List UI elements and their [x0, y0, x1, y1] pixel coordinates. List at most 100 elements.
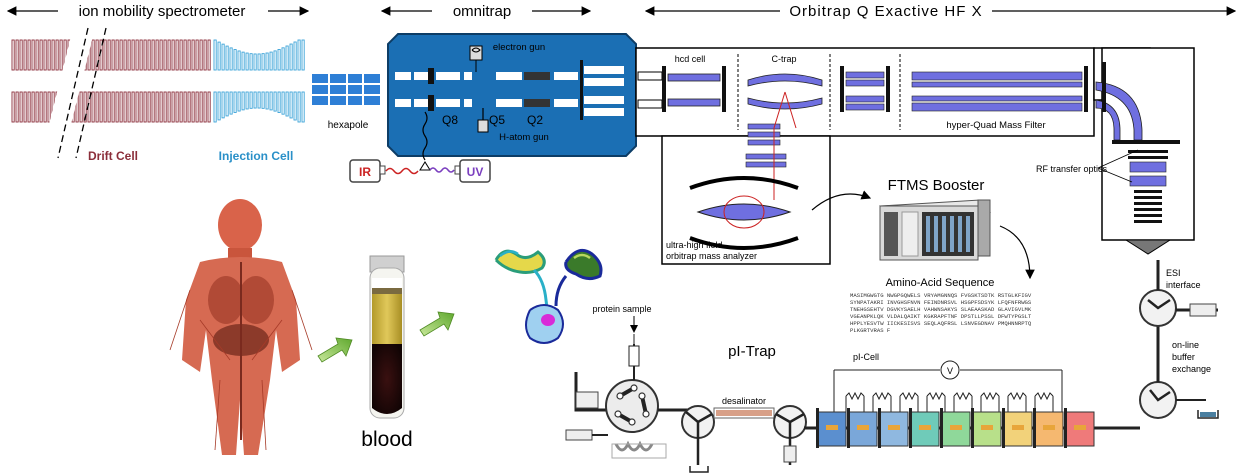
- ftms-label: FTMS Booster: [888, 177, 985, 194]
- electrode: [159, 39, 163, 71]
- optical-fiber: [422, 111, 428, 161]
- electrode: [237, 91, 241, 112]
- header-orbitrap: Orbitrap Q Exactive HF X: [789, 3, 982, 20]
- omnitrap-segments: [395, 60, 624, 120]
- electrode: [15, 91, 19, 123]
- electrode: [47, 39, 51, 71]
- electrode: [289, 91, 293, 119]
- sequence-line-1: MASIMGWGTG NWGPGQWELS VRYAMGNNQS FVGSKTS…: [850, 292, 1032, 299]
- h-atom-gun: [477, 108, 489, 133]
- electron-gun-label: electron gun: [493, 42, 545, 53]
- electrode: [183, 39, 187, 71]
- electrode: [257, 91, 261, 109]
- electrode: [207, 91, 211, 123]
- electrode: [261, 91, 265, 109]
- electrode: [19, 91, 23, 123]
- electrode: [187, 91, 191, 123]
- electrode: [155, 39, 159, 71]
- electrode: [213, 91, 217, 123]
- electrode: [39, 91, 43, 123]
- blood-tube: [369, 255, 405, 419]
- electrode: [171, 91, 175, 123]
- desalinator-label: desalinator: [722, 396, 766, 406]
- sequence-line-4: VGEANPKLQK VLDALQAIKT KGKRAPFTNF DPSTLLP…: [850, 313, 1032, 320]
- electrode: [281, 91, 285, 115]
- section-headers: ion mobility spectrometer omnitrap Orbit…: [6, 3, 1237, 20]
- arrow-body-to-blood: [317, 337, 353, 363]
- esi-cone: [1124, 239, 1172, 255]
- electrode: [195, 39, 199, 71]
- q8-label: Q8: [442, 113, 458, 127]
- protein-structure: [494, 248, 603, 344]
- electrode: [225, 45, 229, 71]
- electrode: [95, 91, 99, 123]
- electrode: [187, 39, 191, 71]
- hcd-label: hcd cell: [675, 54, 706, 64]
- electrode: [269, 91, 273, 111]
- q5-label: Q5: [489, 113, 505, 127]
- electrode: [91, 91, 95, 123]
- analyzer-to-ftms-arrow: [811, 190, 872, 211]
- electrode: [143, 91, 147, 123]
- electrode: [233, 91, 237, 113]
- electrode: [35, 39, 39, 71]
- rf-label: RF transfer optics: [1036, 164, 1108, 174]
- ir-label: IR: [359, 165, 371, 179]
- electrode: [139, 39, 143, 71]
- header-omnitrap: omnitrap: [453, 3, 511, 20]
- c-trap-label: C-trap: [771, 54, 796, 64]
- electrode: [225, 91, 229, 117]
- electrode: [191, 91, 195, 123]
- hexapole: [312, 74, 380, 105]
- c-trap: [745, 73, 823, 200]
- electrode: [111, 39, 115, 71]
- electrode: [241, 91, 245, 111]
- human-vasculature-image: [169, 199, 313, 455]
- injection-cell-electrodes-bottom: [213, 91, 305, 123]
- electrode: [203, 91, 207, 123]
- electrode: [217, 41, 221, 71]
- electrode: [131, 91, 135, 123]
- axis-break: [40, 28, 96, 158]
- electrode: [39, 39, 43, 71]
- electrode: [115, 39, 119, 71]
- electrode: [135, 39, 139, 71]
- electrode: [301, 91, 305, 123]
- electrode: [119, 39, 123, 71]
- electrode: [115, 91, 119, 123]
- electrode: [175, 39, 179, 71]
- electrode: [245, 52, 249, 71]
- electrode: [289, 43, 293, 71]
- electrode: [253, 91, 257, 109]
- electrode: [229, 47, 233, 71]
- electrode: [83, 91, 87, 123]
- hqmf-label: hyper-Quad Mass Filter: [946, 120, 1045, 131]
- arrow-blood-to-protein: [419, 311, 455, 337]
- electrode: [229, 91, 233, 115]
- electrode: [151, 39, 155, 71]
- header-ims: ion mobility spectrometer: [79, 3, 246, 20]
- electrode: [143, 39, 147, 71]
- electron-gun: [469, 45, 483, 72]
- electrode: [167, 39, 171, 71]
- prism: [419, 161, 431, 171]
- electrode: [253, 53, 257, 71]
- electrode: [221, 43, 225, 71]
- electrode: [95, 39, 99, 71]
- ion-mobility-spectrometer: Drift Cell Injection Cell hexapole: [11, 27, 380, 163]
- electrode: [59, 39, 63, 71]
- hcd-cell: [662, 66, 726, 112]
- electrode: [261, 53, 265, 71]
- electrode: [23, 91, 27, 123]
- electrode: [221, 91, 225, 119]
- electrode: [127, 91, 131, 123]
- buffer-label-3: exchange: [1172, 364, 1211, 374]
- sample-injection-valve: [565, 334, 688, 459]
- electrode: [43, 39, 47, 71]
- electrode: [167, 91, 171, 123]
- sequence-line-5: HPPLYESVTW IICKESISVS SEQLAQFRSL LSNVEGD…: [850, 320, 1032, 327]
- electrode: [183, 91, 187, 123]
- electrode: [47, 91, 51, 123]
- uv-beam: [429, 167, 455, 173]
- electrode: [103, 91, 107, 123]
